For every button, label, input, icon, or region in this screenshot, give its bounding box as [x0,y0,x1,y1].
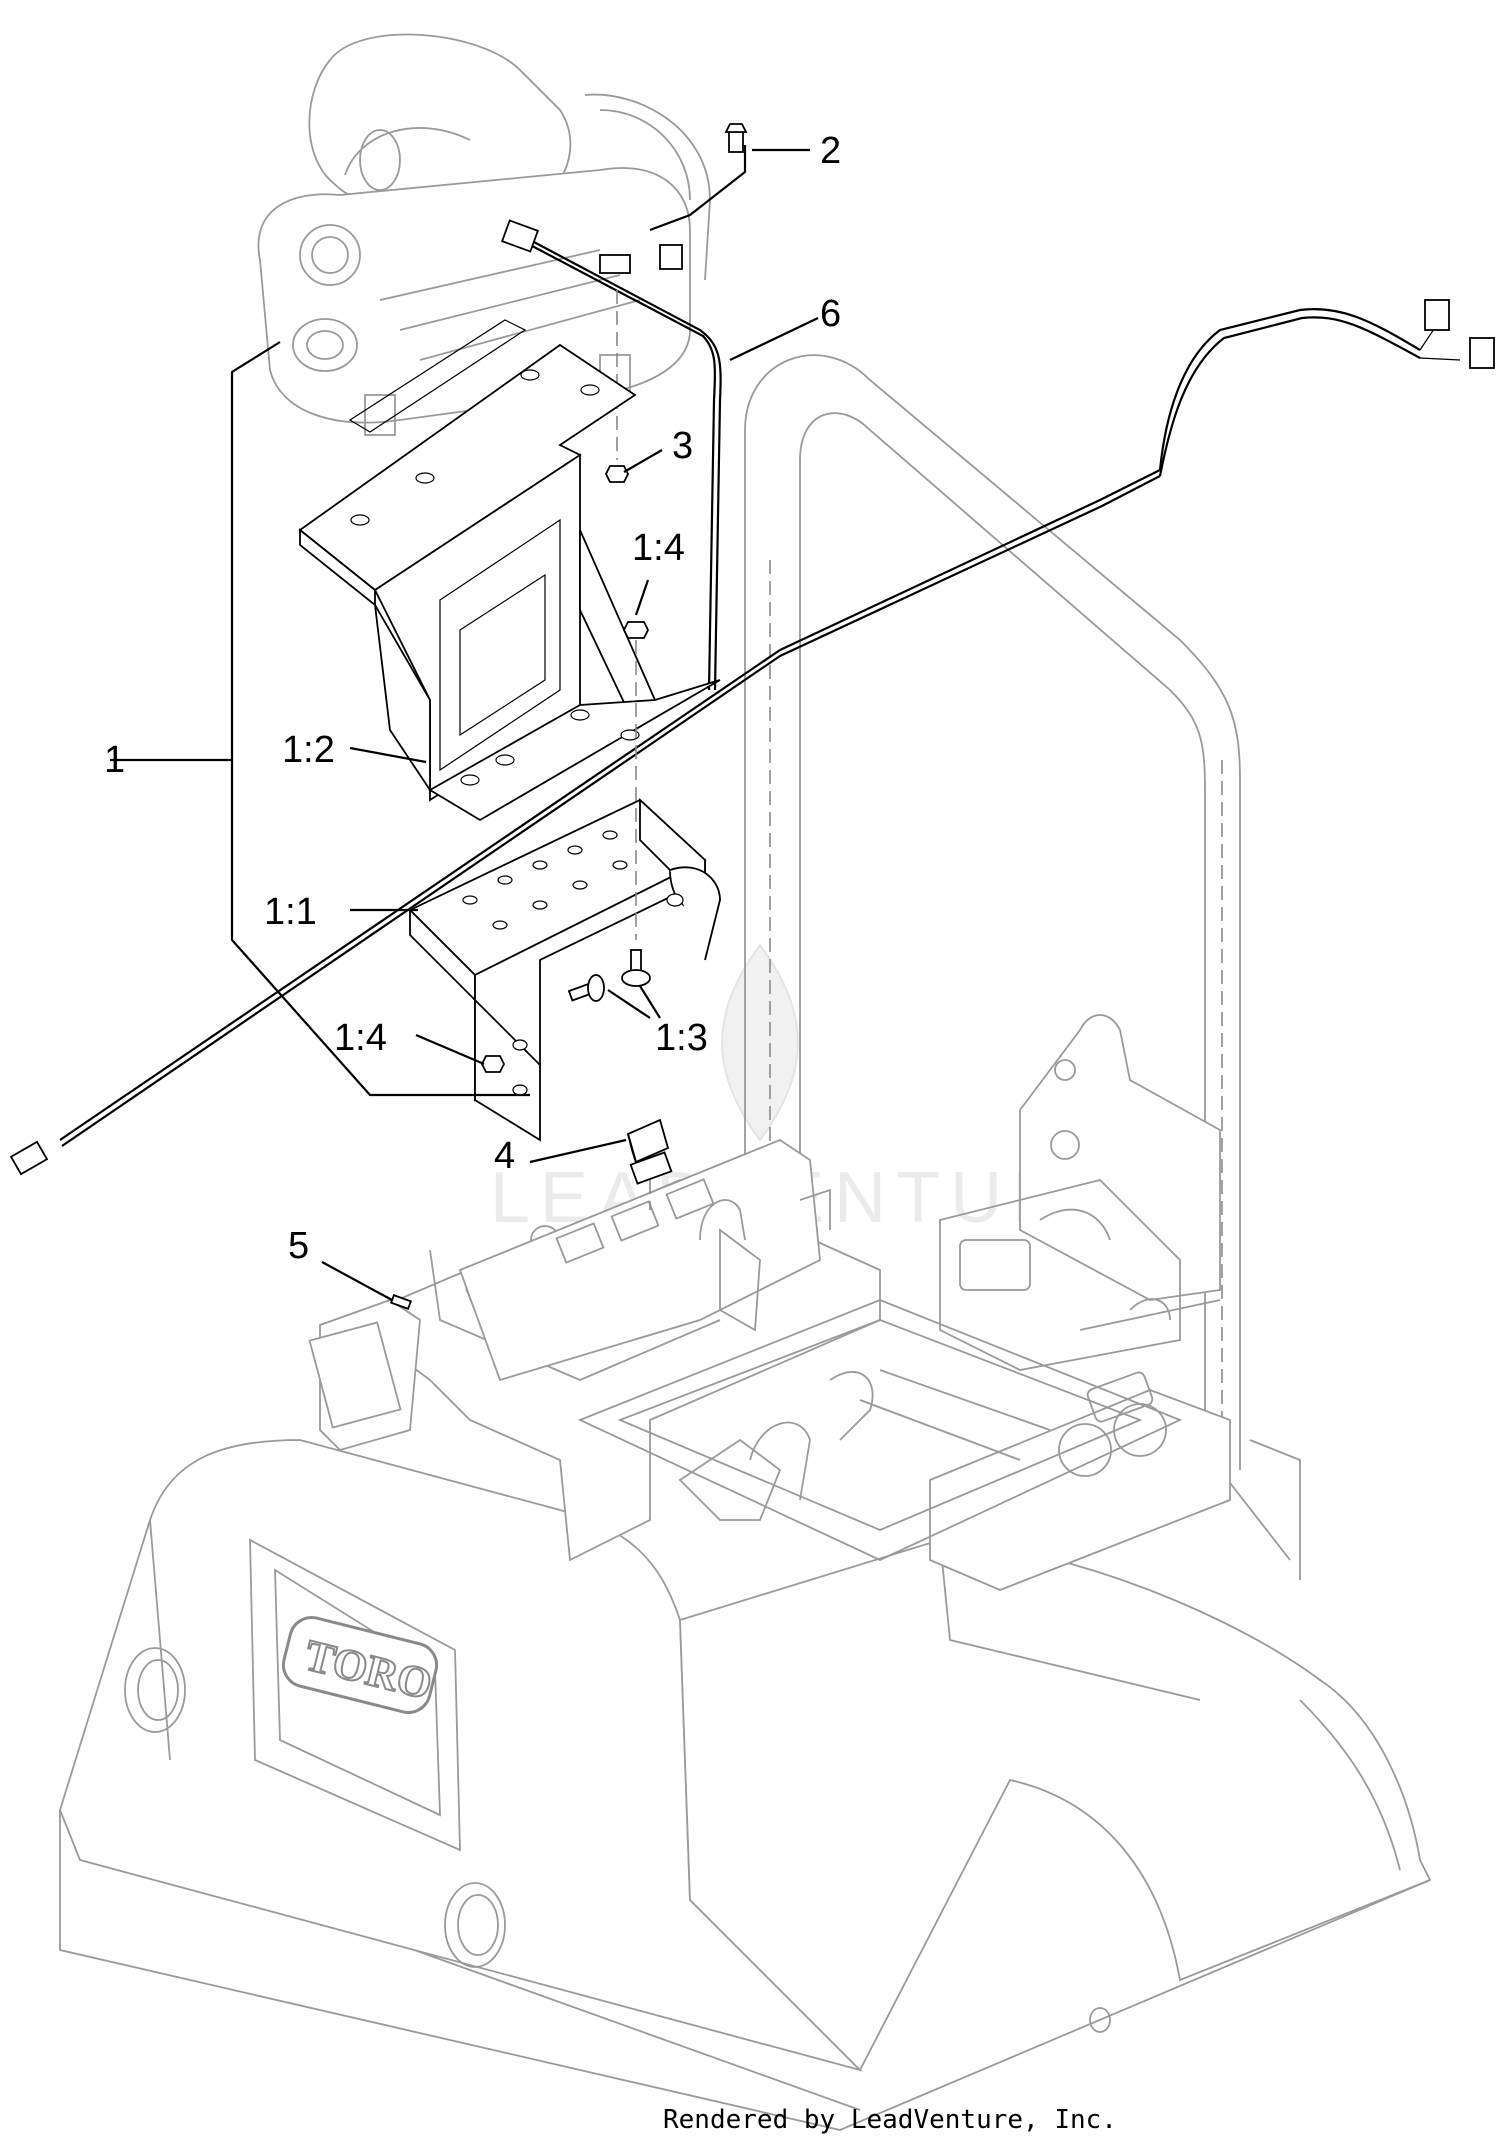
callout-4: 4 [494,1135,515,1177]
part-2-screw [724,123,748,153]
display-connector [500,219,540,253]
callout-5: 5 [288,1225,309,1267]
callout-1-1: 1:1 [264,891,317,933]
callout-3: 3 [672,425,693,467]
right-headlight [444,1882,506,1968]
harness-connector-a [1424,299,1450,331]
part-5-terminal [390,1294,412,1310]
rops-frame-ghost [744,354,1301,1580]
bracket-mount-clip [599,244,683,274]
gauge-left [1058,1423,1112,1477]
wire-harness [9,219,1495,1176]
part-3-nut [604,465,630,483]
harness-connector-c [9,1140,49,1176]
callout-1-4-upper: 1:4 [632,527,685,569]
callout-labels: 2 3 6 1:4 1:2 1 1:1 1:3 1:4 4 5 [104,130,841,1267]
left-headlight [124,1647,186,1733]
callout-2: 2 [820,130,841,172]
group-1-bracket [110,341,530,1097]
part-1-1-lower-bracket [408,797,721,1142]
display-knob [299,224,361,286]
callout-1-2: 1:2 [282,729,335,771]
part-1-3-bolt-upper [621,949,651,987]
harness-connector-b [1469,337,1495,369]
leader-lines [321,148,819,1301]
part-1-3-bolt-lower [567,974,605,1002]
footer-credit: Rendered by LeadVenture, Inc. [663,2105,1117,2135]
callout-6: 6 [820,293,841,335]
mower-body-ghost: TORO [59,1014,1432,2131]
callout-1-3: 1:3 [655,1017,708,1059]
callout-1-4-lower: 1:4 [334,1017,387,1059]
callout-1: 1 [104,739,125,781]
display-housing-ghost [257,33,711,436]
part-1-4-nut-upper [622,621,650,639]
part-1-4-nut-lower [480,1055,506,1073]
part-4-switch [626,1118,673,1185]
